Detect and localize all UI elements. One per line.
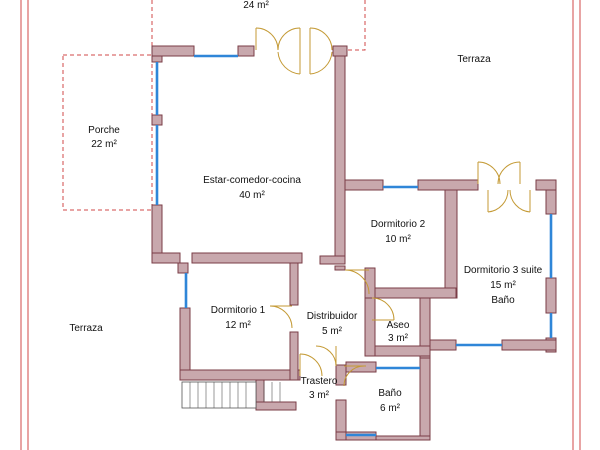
aseo-area: 3 m² <box>388 333 409 344</box>
trastero-name: Trastero <box>301 376 338 387</box>
doors <box>255 27 531 387</box>
porche-area: 22 m² <box>91 139 117 150</box>
dorm2-name: Dormitorio 2 <box>371 219 426 230</box>
terraza-right-label: Terraza <box>457 54 491 65</box>
terraza-left-label: Terraza <box>69 323 103 334</box>
bano-area: 6 m² <box>380 403 401 414</box>
aseo-name: Aseo <box>387 320 410 331</box>
bano-name: Baño <box>378 388 402 399</box>
trastero-area: 3 m² <box>309 390 330 401</box>
distribuidor-name: Distribuidor <box>307 311 358 322</box>
dorm2-area: 10 m² <box>385 234 411 245</box>
dorm3-bath: Baño <box>491 295 515 306</box>
staircase <box>181 381 281 409</box>
walls <box>151 45 557 441</box>
dashed-outdoor-areas <box>62 0 366 211</box>
lot-boundary <box>20 0 581 450</box>
room-labels: 24 m² Terraza Porche 22 m² Estar-comedor… <box>69 0 542 414</box>
dorm1-area: 12 m² <box>225 320 251 331</box>
distribuidor-area: 5 m² <box>322 326 343 337</box>
estar-area: 40 m² <box>239 190 265 201</box>
dorm3-area: 15 m² <box>490 280 516 291</box>
porche-name: Porche <box>88 125 120 136</box>
dorm3-name: Dormitorio 3 suite <box>464 265 543 276</box>
dorm1-name: Dormitorio 1 <box>211 305 266 316</box>
estar-name: Estar-comedor-cocina <box>203 175 301 186</box>
top-area-label: 24 m² <box>243 0 269 11</box>
windows <box>155 54 553 437</box>
